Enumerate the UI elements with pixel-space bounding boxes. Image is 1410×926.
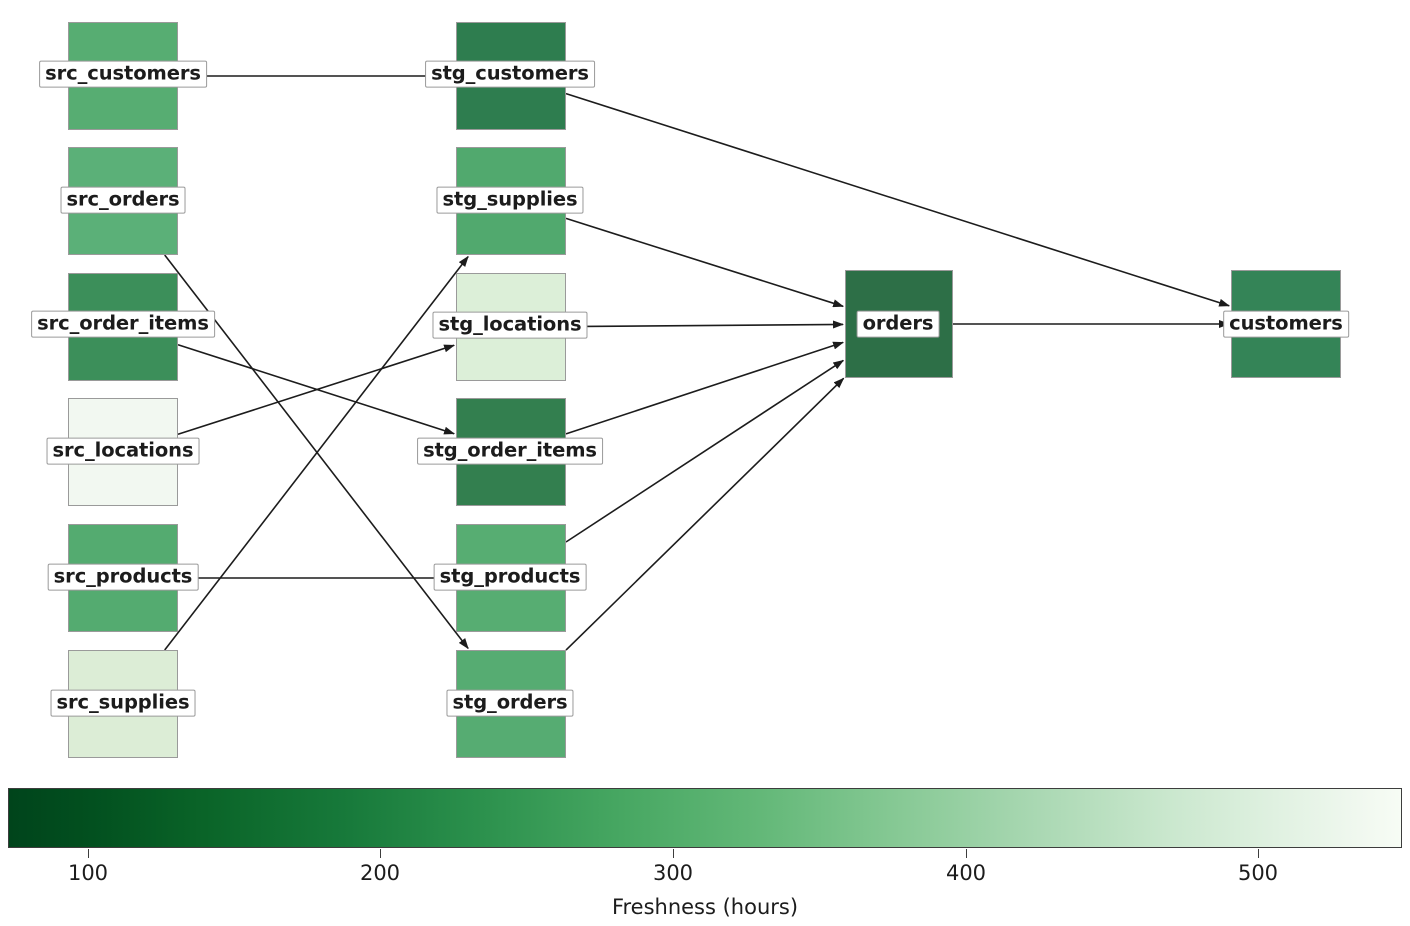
node-label-orders[interactable]: orders [856,310,940,338]
node-label-customers[interactable]: customers [1223,310,1349,338]
node-label-src_customers[interactable]: src_customers [39,60,207,88]
node-label-stg_order_items[interactable]: stg_order_items [417,437,603,465]
colorbar-axis-label: Freshness (hours) [611,895,799,919]
colorbar-tick-200 [380,849,382,858]
colorbar-tick-label-300: 300 [652,861,694,885]
colorbar-tick-500 [1258,849,1260,858]
colorbar-tick-400 [966,849,968,858]
colorbar-tick-label-400: 400 [945,861,987,885]
node-label-src_orders[interactable]: src_orders [60,186,186,214]
node-label-stg_customers[interactable]: stg_customers [425,60,595,88]
node-label-src_locations[interactable]: src_locations [46,437,200,465]
colorbar-gradient [8,788,1402,848]
node-label-src_products[interactable]: src_products [47,563,199,591]
colorbar-tick-300 [673,849,675,858]
colorbar-tick-100 [88,849,90,858]
edge-stg_locations-to-orders [565,320,844,329]
edge-stg_supplies-to-orders [565,217,845,308]
colorbar-tick-label-500: 500 [1237,861,1279,885]
edge-src_locations-to-stg_locations [177,344,456,436]
edge-stg_products-to-orders [565,359,845,543]
node-label-stg_products[interactable]: stg_products [433,563,587,591]
node-label-stg_orders[interactable]: stg_orders [446,689,574,717]
node-label-stg_locations[interactable]: stg_locations [432,311,588,339]
colorbar-tick-label-200: 200 [359,861,401,885]
colorbar [8,788,1402,848]
edge-stg_orders-to-orders [565,377,845,651]
edge-stg_order_items-to-orders [565,341,845,435]
edge-src_order_items-to-stg_order_items [177,343,456,435]
colorbar-tick-label-100: 100 [67,861,109,885]
node-label-src_supplies[interactable]: src_supplies [50,689,196,717]
node-label-src_order_items[interactable]: src_order_items [31,310,215,338]
node-label-stg_supplies[interactable]: stg_supplies [436,186,584,214]
